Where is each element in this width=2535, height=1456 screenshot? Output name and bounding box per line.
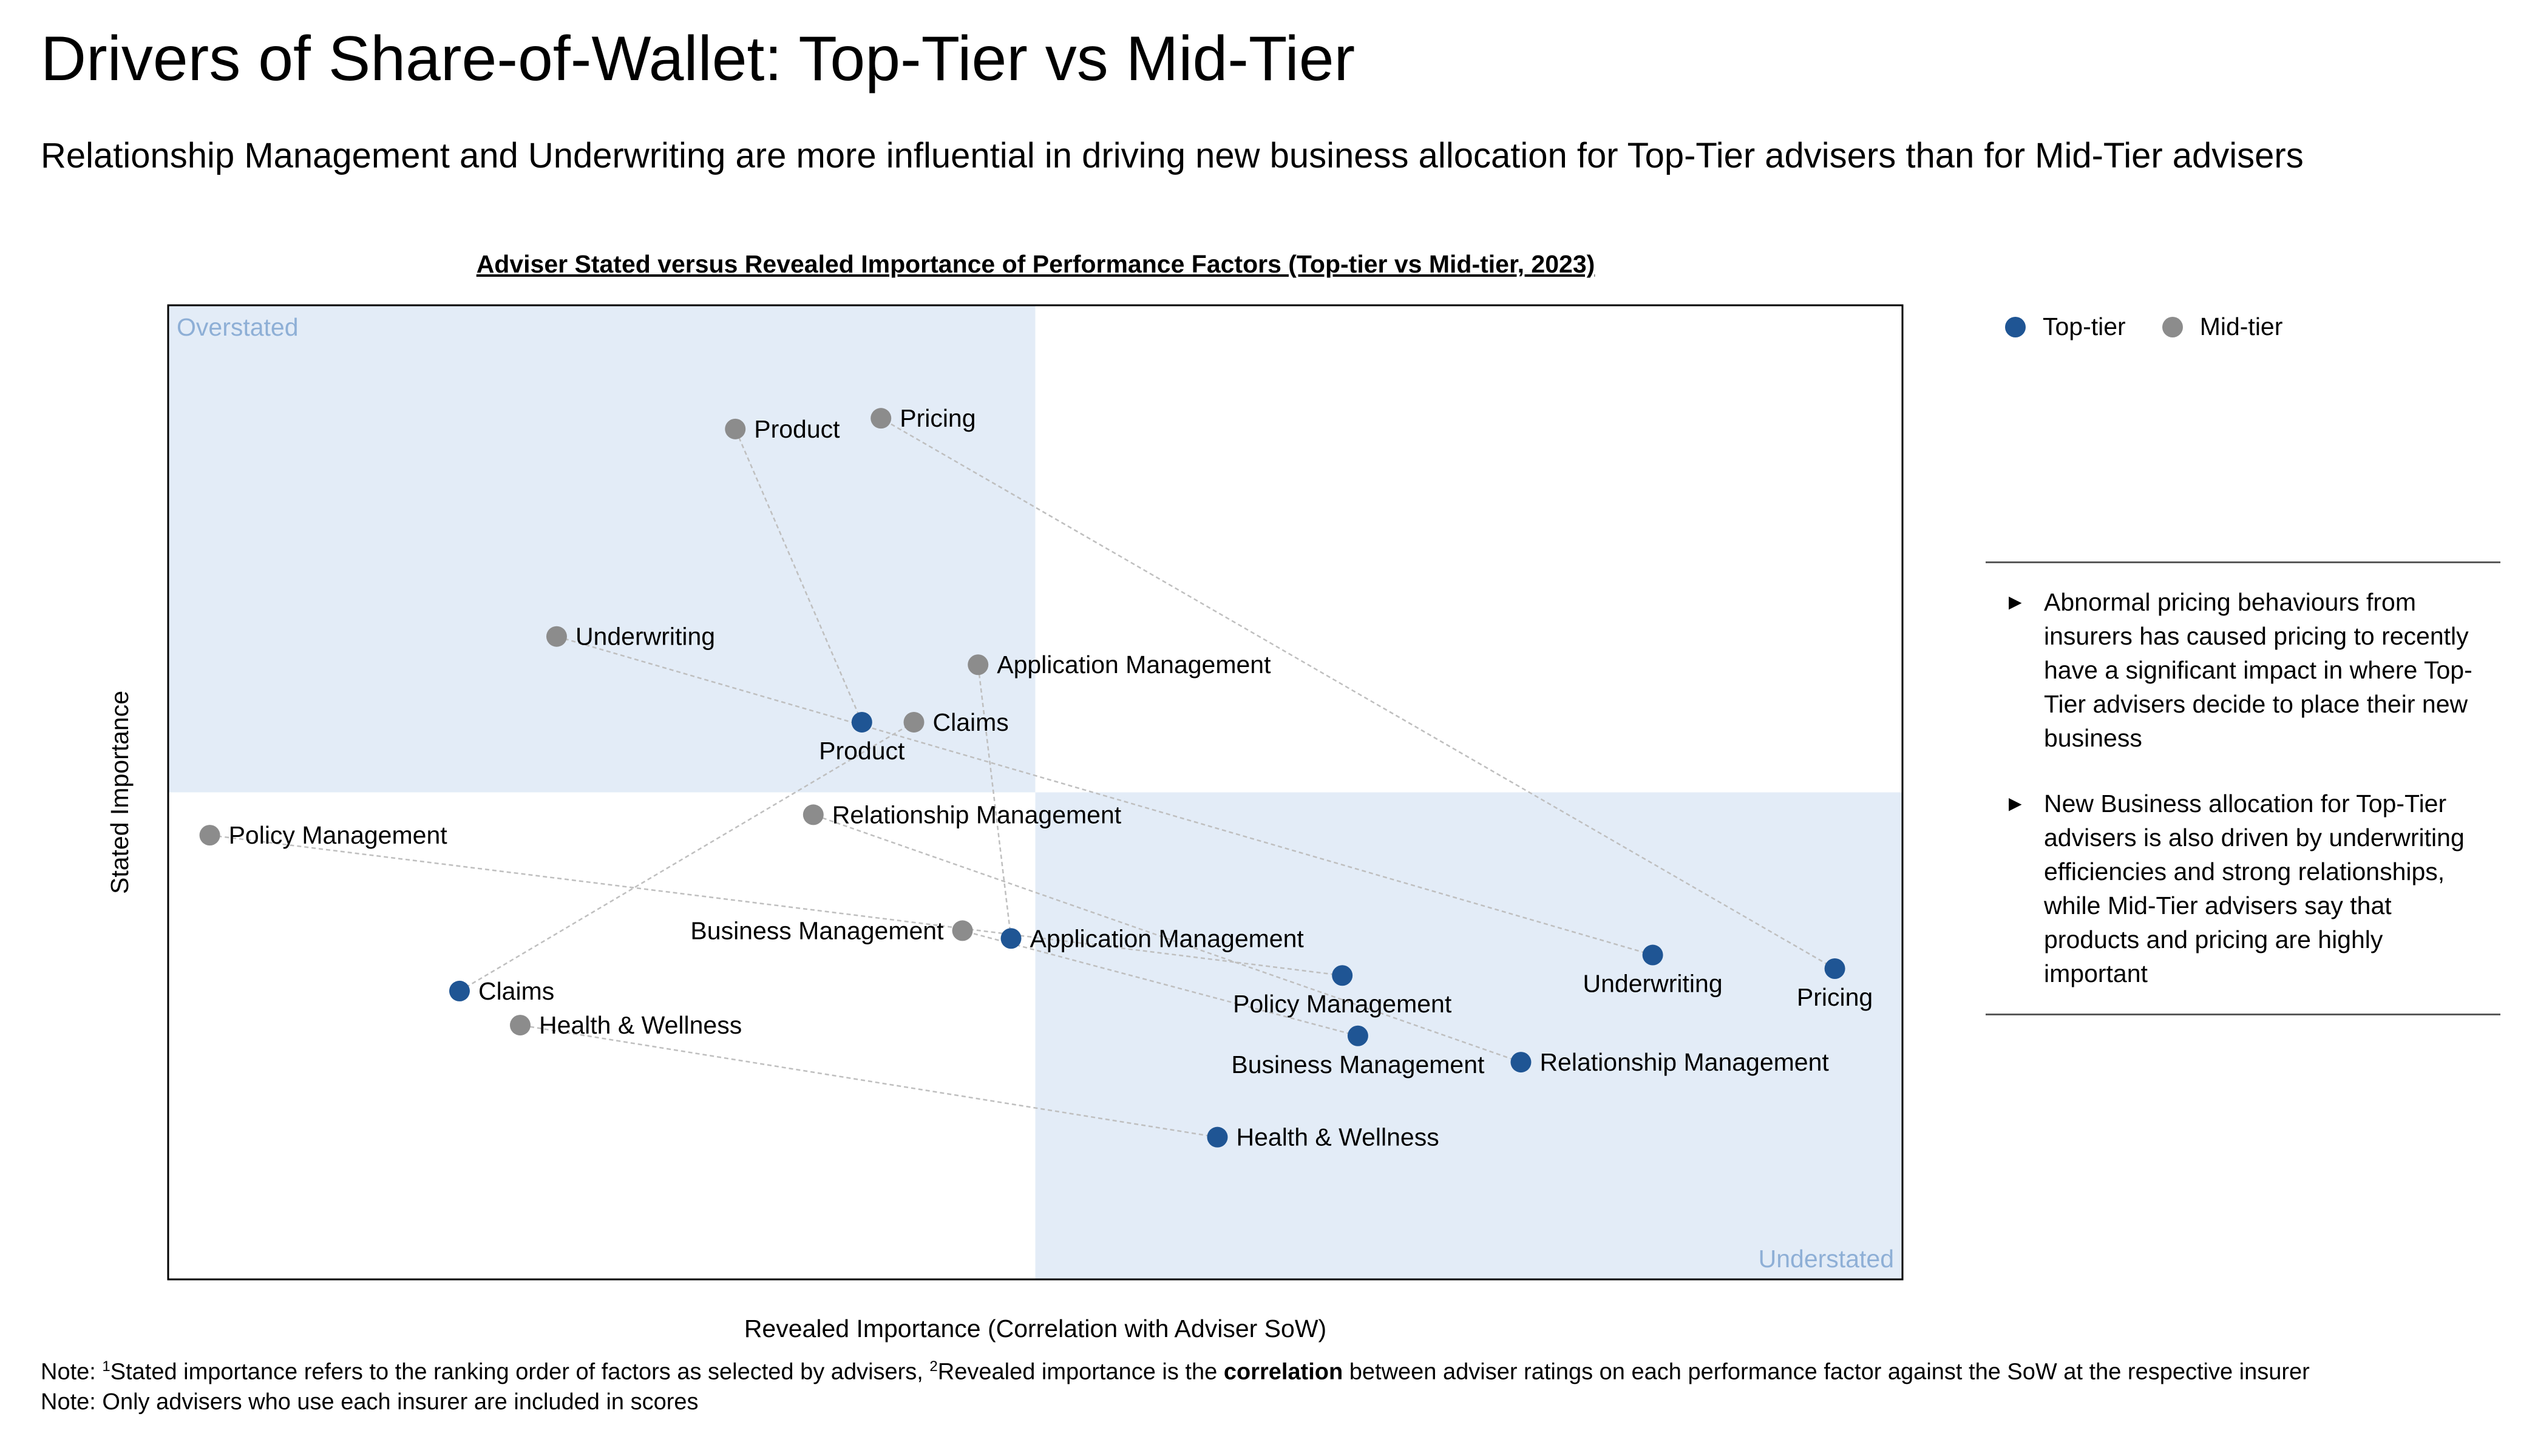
connector-line bbox=[880, 418, 1836, 970]
connector-line bbox=[977, 665, 1012, 939]
legend-label-mid-tier: Mid-tier bbox=[2199, 313, 2283, 340]
mid-tier-point bbox=[546, 626, 567, 647]
top-tier-point-label: Pricing bbox=[1797, 983, 1873, 1011]
x-axis-title: Revealed Importance (Correlation with Ad… bbox=[744, 1315, 1326, 1343]
mid-tier-point-label: Relationship Management bbox=[832, 801, 1122, 828]
plot-frame bbox=[167, 304, 1904, 1281]
insights-panel: ▶ Abnormal pricing behaviours from insur… bbox=[1986, 561, 2500, 1015]
top-tier-point-label: Relationship Management bbox=[1539, 1048, 1829, 1076]
top-tier-point bbox=[1642, 944, 1663, 966]
quadrant-label-understated: Understated bbox=[1759, 1245, 1894, 1273]
top-tier-point bbox=[1207, 1126, 1228, 1148]
connector-line bbox=[813, 814, 1521, 1063]
page-title: Drivers of Share-of-Wallet: Top-Tier vs … bbox=[41, 24, 1356, 94]
mid-tier-point bbox=[870, 408, 892, 429]
mid-tier-point bbox=[903, 711, 925, 733]
bullet-arrow-icon: ▶ bbox=[2009, 592, 2022, 611]
footnote-scope: Note: Only advisers who use each insurer… bbox=[41, 1389, 699, 1415]
mid-tier-point-label: Policy Management bbox=[229, 821, 448, 849]
chart-title: Adviser Stated versus Revealed Importanc… bbox=[476, 250, 1595, 278]
mid-tier-point bbox=[199, 825, 220, 846]
mid-tier-point bbox=[509, 1015, 531, 1036]
quadrant-overstated bbox=[168, 305, 1036, 793]
mid-tier-point-label: Underwriting bbox=[575, 623, 715, 651]
top-tier-point-label: Underwriting bbox=[1583, 970, 1723, 998]
mid-tier-point bbox=[952, 920, 973, 941]
top-tier-point bbox=[1510, 1052, 1532, 1073]
top-tier-point-label: Claims bbox=[478, 977, 554, 1005]
page-subtitle: Relationship Management and Underwriting… bbox=[41, 136, 2304, 175]
y-axis-title: Stated Importance bbox=[106, 691, 134, 894]
connector-line bbox=[520, 1024, 1218, 1138]
connector-line bbox=[962, 930, 1359, 1037]
quadrant-label-overstated: Overstated bbox=[177, 313, 299, 341]
top-tier-point bbox=[1347, 1025, 1368, 1046]
bullet-arrow-icon: ▶ bbox=[2009, 794, 2022, 813]
mid-tier-point bbox=[803, 804, 824, 825]
mid-tier-point-label: Health & Wellness bbox=[539, 1011, 742, 1039]
insight-text: Abnormal pricing behaviours from insurer… bbox=[2044, 588, 2472, 752]
connector-line bbox=[556, 635, 1653, 956]
mid-tier-point-label: Product bbox=[754, 415, 840, 443]
mid-tier-point bbox=[725, 418, 746, 439]
connector-line bbox=[735, 428, 863, 723]
top-tier-point-label: Product bbox=[819, 737, 905, 765]
legend-label-top-tier: Top-tier bbox=[2043, 313, 2126, 340]
legend-marker-top-tier bbox=[2005, 316, 2026, 337]
legend-item-top-tier: Top-tier bbox=[2005, 313, 2126, 341]
top-tier-point bbox=[1000, 928, 1022, 949]
footnote-definitions: Note: 1Stated importance refers to the r… bbox=[41, 1358, 2310, 1385]
top-tier-point bbox=[449, 980, 470, 1001]
legend-marker-mid-tier bbox=[2162, 316, 2183, 337]
insight-bullet: ▶ Abnormal pricing behaviours from insur… bbox=[1986, 585, 2500, 755]
top-tier-point bbox=[1332, 965, 1353, 986]
connector-line bbox=[209, 834, 1343, 977]
top-tier-point-label: Health & Wellness bbox=[1236, 1123, 1439, 1151]
chart-legend: Top-tier Mid-tier bbox=[2005, 313, 2319, 341]
connector-line bbox=[459, 721, 915, 992]
mid-tier-point-label: Application Management bbox=[997, 651, 1271, 679]
mid-tier-point-label: Claims bbox=[933, 708, 1009, 736]
mid-tier-point-label: Pricing bbox=[900, 404, 976, 432]
mid-tier-point bbox=[968, 654, 989, 676]
top-tier-point-label: Business Management bbox=[1231, 1051, 1485, 1078]
insight-text: New Business allocation for Top-Tier adv… bbox=[2044, 790, 2465, 987]
legend-item-mid-tier: Mid-tier bbox=[2162, 313, 2283, 341]
top-tier-point bbox=[1824, 958, 1845, 980]
quadrant-understated bbox=[1035, 792, 1902, 1279]
top-tier-point-label: Application Management bbox=[1030, 924, 1305, 952]
top-tier-point-label: Policy Management bbox=[1233, 990, 1452, 1018]
insight-bullet: ▶ New Business allocation for Top-Tier a… bbox=[1986, 787, 2500, 990]
mid-tier-point-label: Business Management bbox=[690, 916, 944, 944]
top-tier-point bbox=[851, 711, 872, 733]
